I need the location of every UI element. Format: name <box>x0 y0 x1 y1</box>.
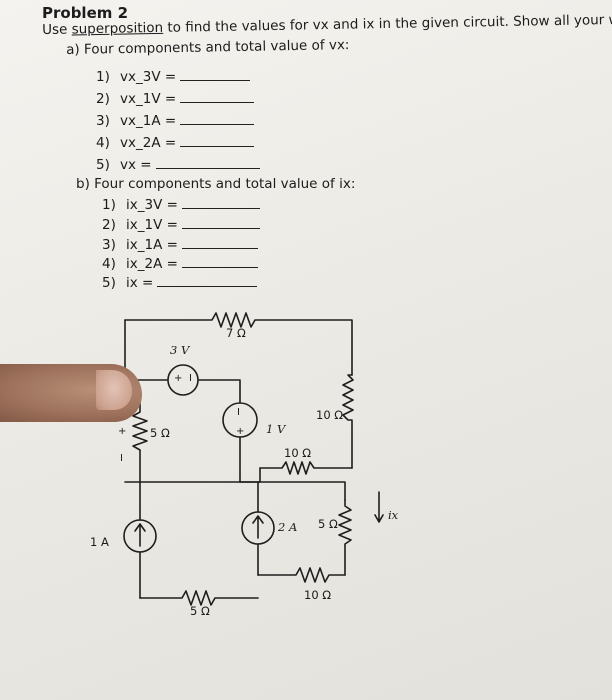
label-ix: ix <box>388 508 399 522</box>
part-a-item: 3)vx_1A = <box>96 112 255 129</box>
part-b-item: 1)ix_3V = <box>102 196 260 213</box>
mid-bus <box>124 481 346 501</box>
resistor-5-bottom <box>139 590 259 606</box>
resistor-10-right <box>342 374 354 469</box>
label-1v-minus: I <box>237 407 240 418</box>
current-source-2a <box>241 511 275 545</box>
part-a-item: 5)vx = <box>96 156 260 173</box>
current-source-1a <box>123 519 157 553</box>
part-b-heading: b) Four components and total value of ix… <box>76 176 356 192</box>
problem-title: Problem 2 <box>42 4 129 22</box>
label-vx-plus: + <box>118 426 127 437</box>
part-b-item: 4)ix_2A = <box>102 255 258 272</box>
label-r-top: 7 Ω <box>226 326 246 340</box>
part-b-item: 3)ix_1A = <box>102 236 258 253</box>
arrow-2a <box>252 515 264 539</box>
label-1v: 1 V <box>266 422 286 436</box>
resistor-5-ix <box>338 499 352 576</box>
part-a-item: 1)vx_3V = <box>96 68 251 85</box>
label-1a: 1 A <box>90 535 109 549</box>
resistor-5-left <box>132 394 148 483</box>
wire-3v <box>124 379 241 403</box>
part-a-item: 2)vx_1V = <box>96 90 255 107</box>
label-r-mid: 10 Ω <box>284 446 312 460</box>
part-b-item: 5)ix = <box>102 274 258 291</box>
part-a-item: 4)vx_2A = <box>96 134 255 151</box>
voltage-source-3v <box>167 364 199 396</box>
label-r-ix: 5 Ω <box>318 517 338 531</box>
label-3v-plus: + <box>174 373 183 384</box>
label-r-left: 5 Ω <box>150 426 170 440</box>
arrow-1a <box>134 523 146 547</box>
part-b-item: 2)ix_1V = <box>102 216 260 233</box>
label-1v-plus: + <box>236 426 245 437</box>
fingernail <box>96 370 132 410</box>
label-r-bottom-right: 10 Ω <box>304 588 332 602</box>
top-wire <box>124 312 353 376</box>
label-vx-minus: I <box>120 453 123 464</box>
wire-mid-left <box>239 467 261 483</box>
label-r-bottom-left: 5 Ω <box>190 604 210 618</box>
label-3v-minus: I <box>189 373 192 384</box>
resistor-10-bottom <box>257 567 346 583</box>
label-2a: 2 A <box>278 520 298 534</box>
arrow-ix <box>374 491 384 523</box>
label-3v: 3 V <box>170 343 190 357</box>
resistor-10-mid <box>259 461 353 475</box>
label-r-right-top: 10 Ω <box>316 408 344 422</box>
